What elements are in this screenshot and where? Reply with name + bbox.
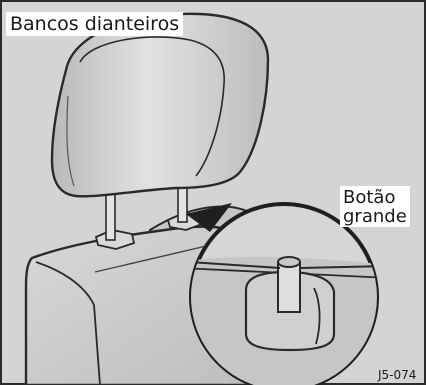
headrest [50, 12, 270, 198]
magnifier-circle [189, 202, 379, 385]
magnifier-pointer [186, 203, 232, 232]
figure-code: J5-074 [378, 368, 417, 382]
headrest-rod-left [105, 189, 116, 241]
headrest-seam [66, 95, 75, 187]
callout-label: Botão grande [340, 186, 410, 227]
headrest-front-edge [79, 36, 225, 177]
callout-line-2: grande [343, 206, 407, 227]
figure-title: Bancos dianteiros [6, 12, 184, 36]
seat-bolster-line [35, 261, 101, 385]
callout-line-1: Botão [343, 187, 396, 208]
